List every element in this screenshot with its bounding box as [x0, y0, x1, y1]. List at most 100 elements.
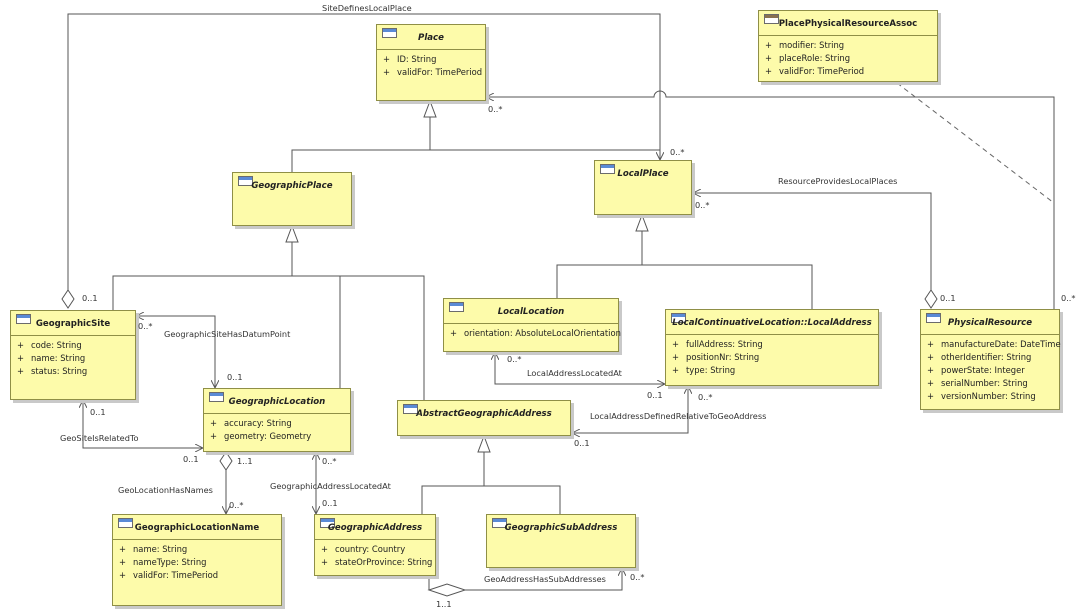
- multiplicity-label: 0..*: [670, 147, 685, 157]
- label-geo-location-has-names: GeoLocationHasNames: [118, 485, 213, 495]
- generalization-triangle-local-place: [635, 213, 649, 232]
- multiplicity-label: 0..*: [1061, 293, 1076, 303]
- class-name: PhysicalResource: [947, 318, 1033, 328]
- multiplicity-label: 0..1: [322, 498, 338, 508]
- attribute-list: +manufactureDate: DateTime +otherIdentif…: [921, 334, 1061, 404]
- class-place-physical-resource-assoc[interactable]: PlacePhysicalResourceAssoc +modifier: St…: [758, 10, 938, 82]
- attribute-list: +ID: String +validFor: TimePeriod: [377, 49, 485, 80]
- attribute-row: +validFor: TimePeriod: [383, 67, 483, 77]
- attribute-row: +manufactureDate: DateTime: [927, 339, 1061, 349]
- class-local-location[interactable]: LocalLocation +orientation: AbsoluteLoca…: [443, 298, 621, 352]
- attribute-list: +modifier: String +placeRole: String +va…: [759, 35, 937, 79]
- class-icon: [209, 392, 224, 402]
- class-icon: [382, 28, 397, 38]
- association-class-icon: [764, 14, 779, 24]
- multiplicity-label: 0..1: [647, 390, 663, 400]
- class-geographic-location-name[interactable]: GeographicLocationName +name: String +na…: [112, 514, 282, 606]
- generalization-abstract-geographic-address: [292, 275, 425, 400]
- class-name: GeographicSite: [35, 319, 111, 329]
- attribute-row: +ID: String: [383, 54, 437, 64]
- generalization-local-place: [430, 149, 661, 160]
- generalization-geographic-address: [421, 452, 485, 514]
- association-physical-resource-place: [486, 90, 1055, 309]
- association-geographic-site-has-datum-point: [136, 316, 215, 388]
- label-geographic-address-located-at: GeographicAddressLocatedAt: [270, 481, 391, 491]
- generalization-geographic-sub-address: [484, 485, 561, 514]
- aggregation-diamond-geographic-site: [61, 289, 75, 309]
- class-icon: [238, 176, 253, 186]
- class-geographic-address[interactable]: GeographicAddress +country: Country +sta…: [314, 514, 436, 576]
- class-name: GeographicLocation: [228, 397, 326, 407]
- attribute-row: +validFor: TimePeriod: [119, 570, 219, 580]
- multiplicity-label: 0..*: [507, 354, 522, 364]
- label-geographic-site-has-datum-point: GeographicSiteHasDatumPoint: [164, 329, 291, 339]
- multiplicity-label: 0..*: [630, 572, 645, 582]
- class-icon: [671, 313, 686, 323]
- attribute-row: +powerState: Integer: [927, 365, 1025, 375]
- class-name: GeographicPlace: [251, 181, 333, 191]
- attribute-row: +accuracy: String: [210, 418, 292, 428]
- multiplicity-label: 0..*: [695, 200, 710, 210]
- attribute-row: +nameType: String: [119, 557, 207, 567]
- class-name: LocalPlace: [617, 169, 669, 179]
- class-abstract-geographic-address[interactable]: AbstractGeographicAddress: [397, 400, 571, 436]
- association-site-defines-local-place: [67, 13, 660, 290]
- label-local-address-located-at: LocalAddressLocatedAt: [527, 368, 622, 378]
- attribute-row: +orientation: AbsoluteLocalOrientation: [450, 328, 621, 338]
- class-name: LocalLocation: [497, 307, 565, 317]
- multiplicity-label: 1..1: [436, 599, 452, 609]
- association-local-address-located-at: [495, 352, 665, 384]
- class-icon: [320, 518, 335, 528]
- class-name: GeographicLocationName: [134, 523, 260, 533]
- class-geographic-location[interactable]: GeographicLocation +accuracy: String +ge…: [203, 388, 351, 452]
- class-name: AbstractGeographicAddress: [416, 409, 552, 419]
- generalization-local-location: [556, 231, 643, 298]
- attribute-row: +placeRole: String: [765, 53, 851, 63]
- class-name: GeographicSubAddress: [504, 523, 618, 533]
- attribute-list: +accuracy: String +geometry: Geometry: [204, 413, 350, 444]
- attribute-list: +orientation: AbsoluteLocalOrientation: [444, 323, 621, 341]
- label-geo-address-has-sub-addresses: GeoAddressHasSubAddresses: [484, 574, 606, 584]
- multiplicity-label: 0..*: [322, 456, 337, 466]
- attribute-row: +name: String: [119, 544, 188, 554]
- attribute-row: +name: String: [17, 353, 86, 363]
- class-geographic-sub-address[interactable]: GeographicSubAddress: [486, 514, 636, 568]
- generalization-geographic-location: [292, 275, 341, 388]
- association-geo-site-is-related-to: [83, 400, 203, 448]
- class-icon: [492, 518, 507, 528]
- multiplicity-label: 0..1: [183, 454, 199, 464]
- association-class-link: [896, 82, 1055, 204]
- class-geographic-place[interactable]: GeographicPlace: [232, 172, 352, 226]
- label-site-defines-local-place: SiteDefinesLocalPlace: [322, 3, 412, 13]
- class-local-continuative-location-local-address[interactable]: LocalContinuativeLocation::LocalAddress …: [665, 309, 879, 386]
- multiplicity-label: 0..1: [574, 438, 590, 448]
- multiplicity-label: 1..1: [237, 456, 253, 466]
- multiplicity-label: 0..*: [698, 392, 713, 402]
- attribute-list: +name: String +nameType: String +validFo…: [113, 539, 281, 583]
- label-resource-provides-local-places: ResourceProvidesLocalPlaces: [778, 176, 898, 186]
- multiplicity-label: 0..*: [138, 321, 153, 331]
- attribute-row: +geometry: Geometry: [210, 431, 312, 441]
- attribute-row: +validFor: TimePeriod: [765, 66, 865, 76]
- generalization-triangle-place: [423, 99, 437, 118]
- attribute-row: +fullAddress: String: [672, 339, 763, 349]
- multiplicity-label: 0..1: [90, 407, 106, 417]
- generalization-geographic-site: [112, 242, 293, 310]
- attribute-row: +type: String: [672, 365, 736, 375]
- class-local-place[interactable]: LocalPlace: [594, 160, 692, 215]
- association-geo-address-has-sub-addresses: [465, 568, 622, 591]
- multiplicity-label: 0..1: [940, 293, 956, 303]
- class-geographic-site[interactable]: GeographicSite +code: String +name: Stri…: [10, 310, 136, 400]
- class-name: PlacePhysicalResourceAssoc: [778, 19, 918, 29]
- association-resource-provides-local-places: [693, 193, 932, 290]
- class-physical-resource[interactable]: PhysicalResource +manufactureDate: DateT…: [920, 309, 1061, 410]
- class-name: LocalContinuativeLocation::LocalAddress: [672, 318, 872, 328]
- attribute-list: +fullAddress: String +positionNr: String…: [666, 334, 878, 378]
- attribute-row: +country: Country: [321, 544, 406, 554]
- class-name: Place: [418, 33, 444, 43]
- class-icon: [926, 313, 941, 323]
- association-local-address-defined-relative-to-geo-address: [572, 386, 688, 433]
- generalization-triangle-abstract-geographic-address: [477, 434, 491, 453]
- class-place[interactable]: Place +ID: String +validFor: TimePeriod: [376, 24, 486, 101]
- generalization-geographic-place: [291, 117, 431, 172]
